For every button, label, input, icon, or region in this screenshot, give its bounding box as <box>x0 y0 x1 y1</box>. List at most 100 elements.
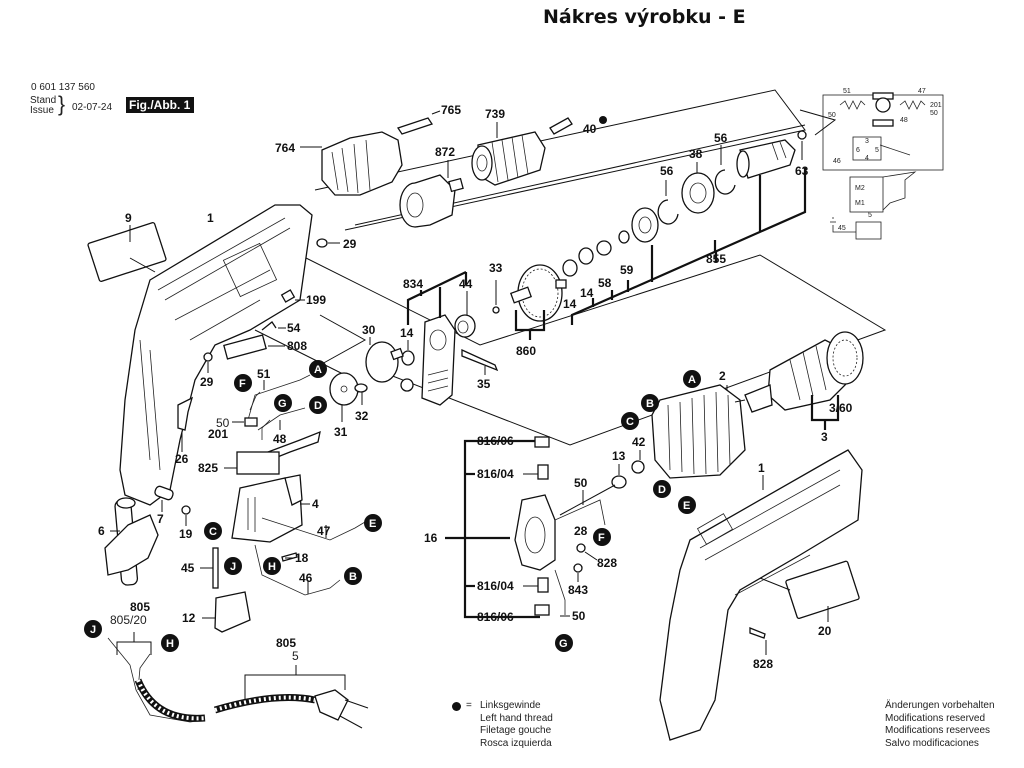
part-number-199: 199 <box>306 293 326 307</box>
part-number-764: 764 <box>275 141 295 155</box>
leader <box>431 110 441 115</box>
wiring-schematic <box>822 92 944 240</box>
spring-54 <box>261 321 277 331</box>
part-number-46: 46 <box>299 571 313 585</box>
modifications-note: Änderungen vorbehalten Modifications res… <box>885 700 995 750</box>
screw-35 <box>461 348 499 372</box>
part-number-19: 19 <box>179 527 193 541</box>
connector-marker-h: H <box>161 634 179 652</box>
wire-label: 51 <box>843 88 851 95</box>
svg-text:C: C <box>626 416 634 428</box>
wire-label: M2 <box>855 185 865 192</box>
wire-label: 4 <box>865 155 869 162</box>
svg-text:J: J <box>230 561 236 573</box>
label-808 <box>223 334 267 360</box>
part-number-18: 18 <box>295 551 309 565</box>
chuck-739 <box>471 122 546 186</box>
part-number-855: 855 <box>706 252 726 266</box>
part-number-26: 26 <box>175 452 189 466</box>
part-number-59: 59 <box>620 263 634 277</box>
label-plate-20 <box>785 560 860 620</box>
stand-label: Stand <box>30 95 57 106</box>
bracket-855 <box>570 168 807 325</box>
part-number-32: 32 <box>355 409 369 423</box>
part-number-50: 50 <box>216 416 230 430</box>
wire-label: 3 <box>865 138 869 145</box>
wire-label: 6 <box>856 147 860 154</box>
o-ring-29-top <box>316 238 328 248</box>
wire-label: 201 <box>930 102 942 109</box>
wire-label: 48 <box>900 117 908 124</box>
wire-46 <box>254 544 341 596</box>
part-number-828: 828 <box>597 556 617 570</box>
left-hand-thread-dot <box>599 116 607 124</box>
part-number-54: 54 <box>287 321 301 335</box>
chuck-764 <box>300 131 403 196</box>
note-line: Modifications reserved <box>885 712 986 724</box>
part-number-816-04: 816/04 <box>477 579 514 593</box>
svg-text:A: A <box>314 364 322 376</box>
bushing-58 <box>596 240 612 256</box>
auxiliary-handle-6 <box>104 497 159 586</box>
armature-3 <box>734 331 864 413</box>
part-number-816-06: 816/06 <box>477 610 514 624</box>
screw-19 <box>181 505 191 515</box>
connector-marker-d: D <box>653 480 671 498</box>
switch-4 <box>231 474 303 543</box>
ball-33 <box>492 306 500 314</box>
part-number-44: 44 <box>459 277 473 291</box>
connector-marker-a: A <box>309 360 327 378</box>
part-number-48: 48 <box>273 432 287 446</box>
bearing-14a <box>401 350 415 366</box>
part-number-4: 4 <box>312 497 319 511</box>
part-7 <box>154 485 174 501</box>
bearing-14b <box>578 247 594 265</box>
part-number-14: 14 <box>580 286 594 300</box>
clutch-59 <box>618 207 659 244</box>
svg-text:J: J <box>90 624 96 636</box>
washer-31 <box>329 372 359 406</box>
svg-text:H: H <box>166 638 174 650</box>
connector-marker-c: C <box>204 522 222 540</box>
svg-text:F: F <box>239 378 246 390</box>
bushing-42 <box>631 460 645 474</box>
part-number-31: 31 <box>334 425 348 439</box>
wire-label: 5 <box>875 147 879 154</box>
connector-marker-e: E <box>678 496 696 514</box>
part-number-14: 14 <box>400 326 414 340</box>
svg-text:F: F <box>598 532 605 544</box>
part-26 <box>177 396 194 431</box>
connector-marker-c: C <box>621 412 639 430</box>
wire-label: 47 <box>918 88 926 95</box>
bracket-16 <box>463 439 540 619</box>
part-number-3-60: 3/60 <box>829 401 853 415</box>
legend-equals: = <box>466 700 472 711</box>
part-number-45: 45 <box>181 561 195 575</box>
connector-marker-b: B <box>344 567 362 585</box>
document-number: 0 601 137 560 <box>31 82 95 93</box>
part-number-50: 50 <box>574 476 588 490</box>
housing-half-right <box>659 449 863 741</box>
o-ring-29-bottom <box>203 352 213 362</box>
cable-clamp-12 <box>214 591 251 633</box>
connector-marker-d: D <box>309 396 327 414</box>
svg-text:H: H <box>268 561 276 573</box>
bearing-plate-834 <box>421 314 456 406</box>
wire-label: 45 <box>838 225 846 232</box>
circlip-56-right <box>714 169 736 195</box>
wire-50-g <box>554 569 566 615</box>
part-number-35: 35 <box>477 377 491 391</box>
adapter-872 <box>399 160 464 228</box>
gear-group-edge <box>254 329 346 376</box>
screw-40 <box>549 117 573 135</box>
part-number-805: 805 <box>276 636 296 650</box>
spindle-frame-corner <box>799 109 837 136</box>
wire-label: 5 <box>868 212 872 219</box>
part-number-739: 739 <box>485 107 505 121</box>
connector-marker-b: B <box>641 394 659 412</box>
legend: = Linksgewinde Left hand thread Filetage… <box>452 700 553 750</box>
wire-50-f <box>554 499 606 526</box>
svg-text:G: G <box>559 638 568 650</box>
switch-wiring <box>244 374 321 461</box>
connector-marker-g: G <box>555 634 573 652</box>
